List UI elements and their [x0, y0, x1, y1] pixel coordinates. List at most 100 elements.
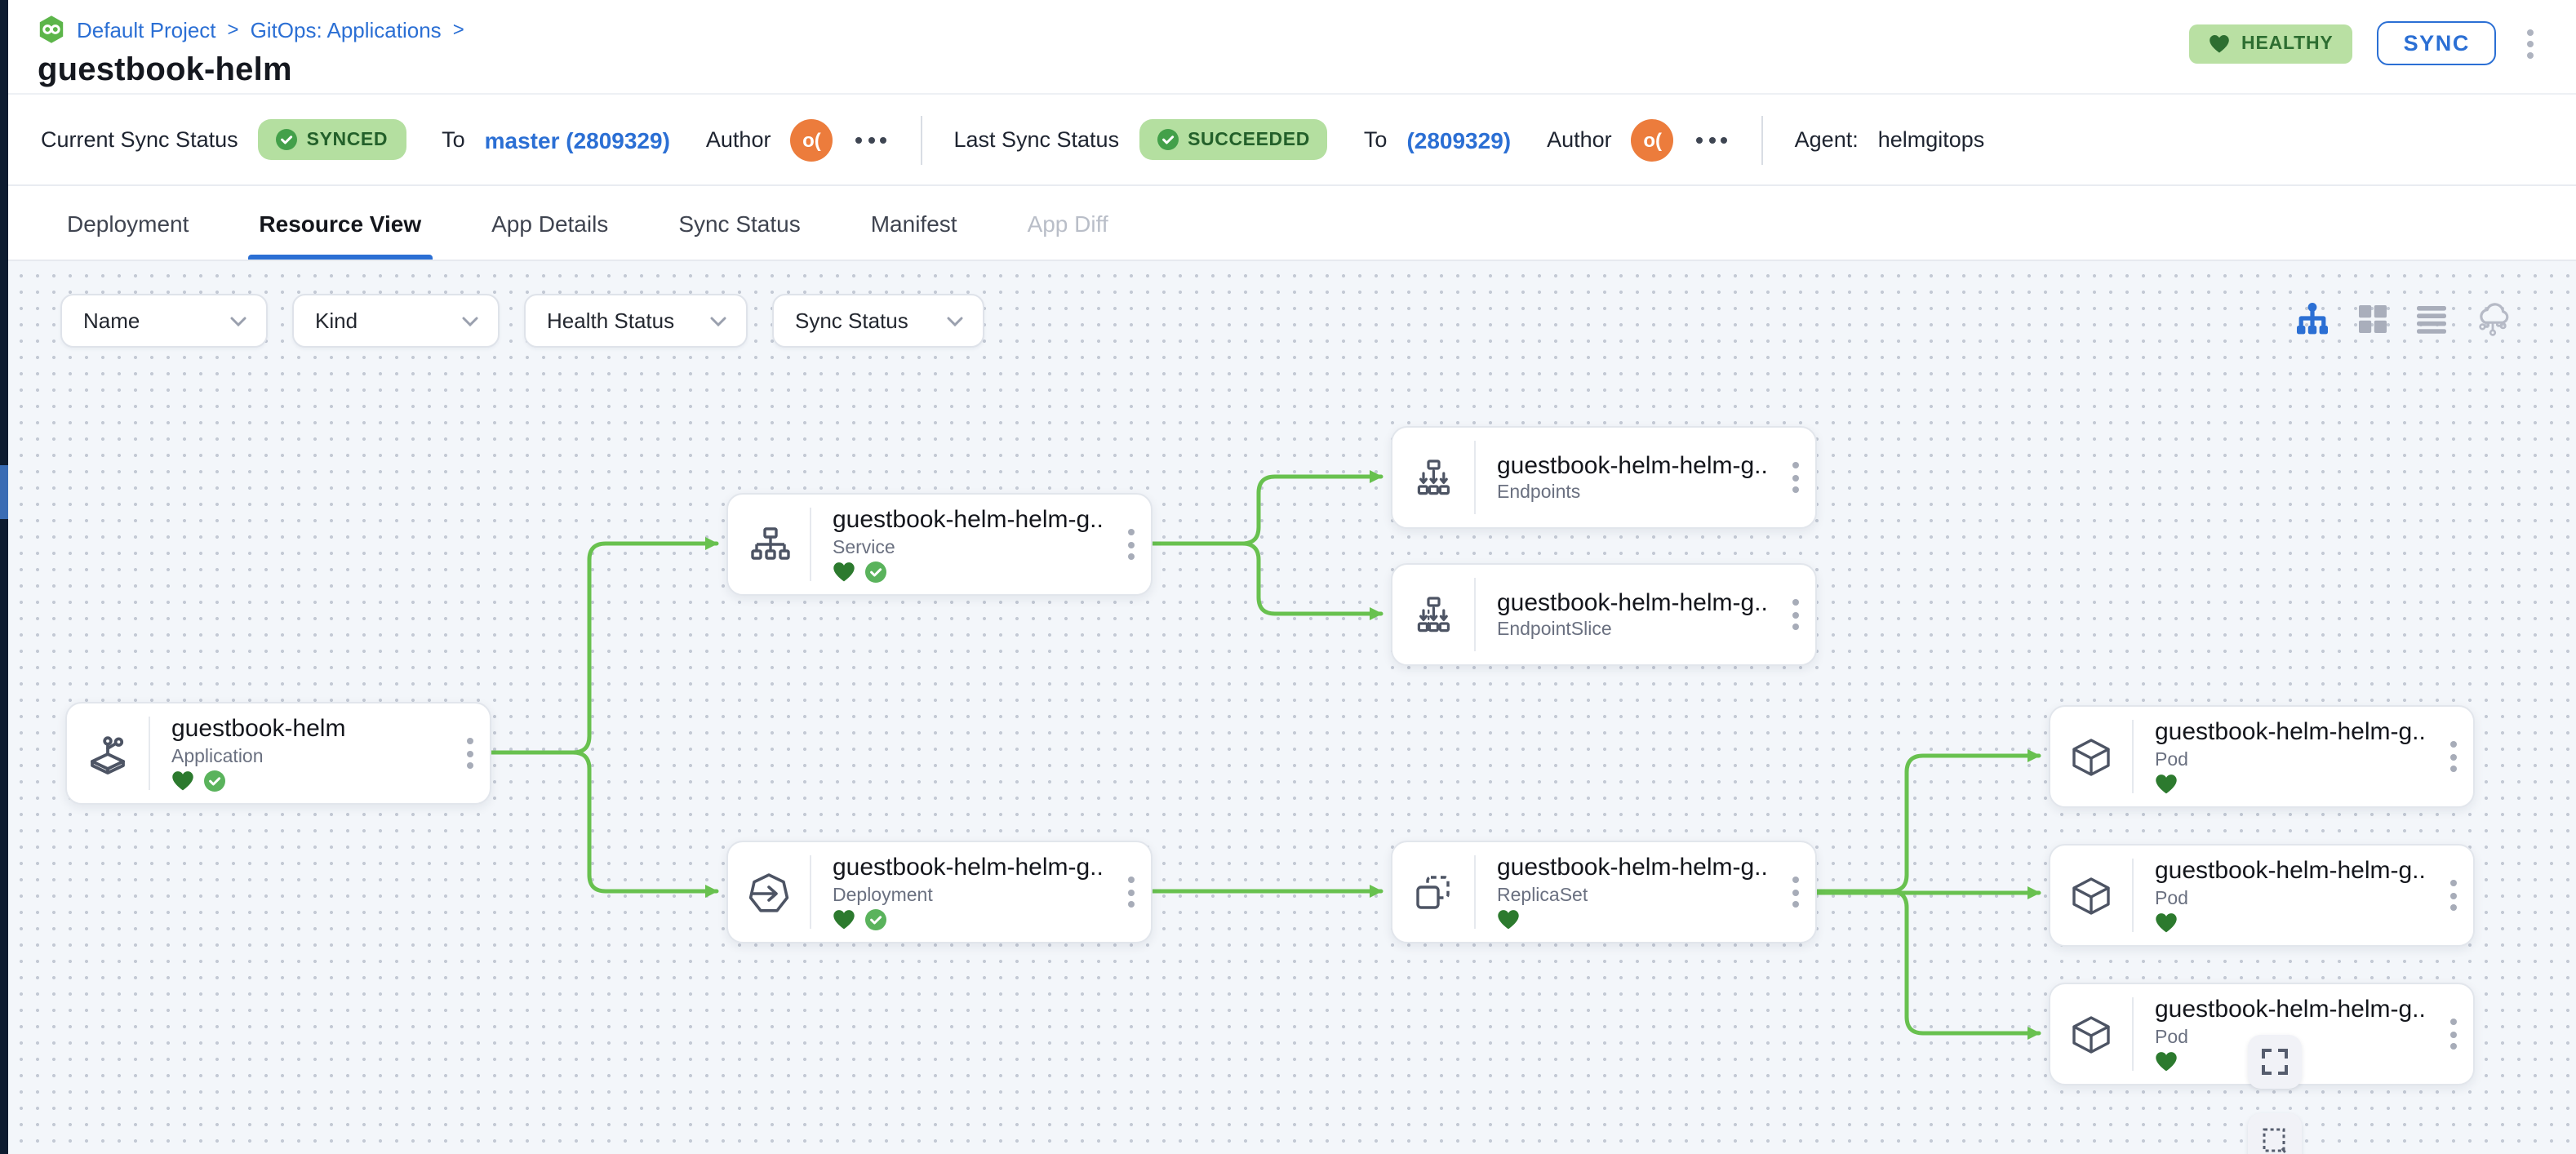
grid-view-icon[interactable] [2357, 304, 2388, 335]
node-kebab-icon[interactable] [1776, 565, 1815, 664]
node-kebab-icon[interactable] [2434, 984, 2473, 1084]
application-icon [67, 703, 149, 803]
node-body: guestbook-helm Application [150, 703, 451, 803]
node-title: guestbook-helm-helm-g... [1497, 854, 1770, 881]
chevron-down-icon [462, 316, 478, 326]
divider [149, 717, 150, 790]
divider [1474, 441, 1476, 514]
node-status [2155, 774, 2427, 795]
filter-health-status-dropdown[interactable]: Health Status [524, 294, 748, 348]
node-deployment[interactable]: guestbook-helm-helm-g... Deployment [726, 841, 1153, 943]
breadcrumb-project[interactable]: Default Project [77, 17, 216, 42]
divider [810, 508, 811, 581]
last-sync-status-label: Last Sync Status [953, 127, 1120, 152]
node-status [171, 770, 444, 792]
current-revision-link[interactable]: master (2809329) [484, 126, 670, 153]
tab-label: Resource View [259, 210, 422, 236]
filter-label: Sync Status [795, 308, 908, 333]
node-kind: Service [833, 538, 895, 557]
heart-icon [2210, 34, 2229, 52]
selection-mode-button[interactable] [2248, 1113, 2302, 1154]
tab-manifest[interactable]: Manifest [871, 186, 957, 260]
node-kebab-icon[interactable] [2434, 707, 2473, 806]
node-endpointslice[interactable]: guestbook-helm-helm-g... EndpointSlice [1391, 563, 1817, 666]
health-heart-icon [172, 771, 193, 791]
synced-badge-label: SYNCED [306, 130, 389, 149]
filter-kind-dropdown[interactable]: Kind [292, 294, 500, 348]
ellipsis-icon[interactable] [1694, 136, 1731, 143]
sync-button[interactable]: SYNC [2377, 21, 2496, 65]
pod-icon [2050, 984, 2132, 1084]
tab-resource-view[interactable]: Resource View [247, 186, 433, 260]
filter-sync-status-dropdown[interactable]: Sync Status [772, 294, 984, 348]
header-left: Default Project > GitOps: Applications >… [38, 15, 464, 90]
tab-label: App Diff [1027, 210, 1108, 236]
node-application[interactable]: guestbook-helm Application [65, 702, 491, 805]
breadcrumb-separator: > [452, 18, 464, 41]
codefresh-logo-icon [39, 16, 64, 43]
header: Default Project > GitOps: Applications >… [8, 0, 2576, 93]
fullscreen-icon [2262, 1049, 2288, 1075]
node-kebab-icon[interactable] [451, 703, 490, 803]
health-heart-icon [2156, 775, 2177, 794]
resource-graph-canvas[interactable]: Name Kind Health Status Sync Status [8, 261, 2576, 1154]
chevron-down-icon [230, 316, 246, 326]
breadcrumb-section[interactable]: GitOps: Applications [250, 17, 442, 42]
last-revision-link[interactable]: (2809329) [1406, 126, 1512, 153]
view-toggles [2295, 302, 2511, 336]
tree-view-icon[interactable] [2295, 302, 2330, 336]
header-actions: HEALTHY SYNC [2189, 21, 2540, 65]
node-kebab-icon[interactable] [2434, 846, 2473, 945]
node-kebab-icon[interactable] [1776, 428, 1815, 527]
filter-name-dropdown[interactable]: Name [60, 294, 268, 348]
node-body: guestbook-helm-helm-g... EndpointSlice [1476, 565, 1776, 664]
author-label: Author [1547, 127, 1612, 152]
agent-value: helmgitops [1877, 127, 1985, 152]
author-avatar[interactable]: o( [1631, 118, 1674, 161]
list-view-icon[interactable] [2416, 304, 2447, 335]
author-avatar[interactable]: o( [790, 118, 833, 161]
synced-check-icon [204, 770, 225, 792]
node-pod[interactable]: guestbook-helm-helm-g... Pod [2049, 844, 2475, 947]
node-service[interactable]: guestbook-helm-helm-g... Service [726, 493, 1153, 596]
cloud-resources-view-icon[interactable] [2475, 302, 2511, 336]
filter-label: Health Status [547, 308, 675, 333]
synced-check-icon [865, 561, 886, 583]
node-kind: Pod [2155, 1028, 2188, 1047]
tab-sync-status[interactable]: Sync Status [678, 186, 800, 260]
node-status [2155, 912, 2427, 934]
node-pod[interactable]: guestbook-helm-helm-g... Pod [2049, 705, 2475, 808]
node-body: guestbook-helm-helm-g... Pod [2134, 846, 2434, 945]
node-kebab-icon[interactable] [1112, 495, 1151, 594]
tab-deployment[interactable]: Deployment [67, 186, 189, 260]
node-replicaset[interactable]: guestbook-helm-helm-g... ReplicaSet [1391, 841, 1817, 943]
divider [1761, 115, 1764, 164]
health-status-badge: HEALTHY [2189, 24, 2353, 63]
tab-label: Deployment [67, 210, 189, 236]
node-kind: Application [171, 747, 264, 766]
replicaset-icon [1392, 842, 1474, 942]
node-status [833, 561, 1105, 583]
author-label: Author [705, 127, 771, 152]
divider [2132, 997, 2134, 1071]
ellipsis-icon[interactable] [852, 136, 890, 143]
main-area: Default Project > GitOps: Applications >… [8, 0, 2576, 1154]
node-kebab-icon[interactable] [1112, 842, 1151, 942]
divider [1474, 855, 1476, 929]
node-kebab-icon[interactable] [1776, 842, 1815, 942]
tab-app-diff[interactable]: App Diff [1028, 186, 1108, 260]
divider [2132, 720, 2134, 793]
node-endpoints[interactable]: guestbook-helm-helm-g... Endpoints [1391, 426, 1817, 529]
chevron-down-icon [710, 316, 726, 326]
divider [921, 115, 923, 164]
node-body: guestbook-helm-helm-g... Deployment [811, 842, 1112, 942]
divider [810, 855, 811, 929]
tab-label: App Details [491, 210, 609, 236]
health-heart-icon [2156, 1052, 2177, 1072]
sidebar-scroll-indicator [0, 465, 8, 519]
app-menu-kebab-icon[interactable] [2520, 25, 2540, 61]
fit-view-button[interactable] [2248, 1035, 2302, 1089]
node-body: guestbook-helm-helm-g... Endpoints [1476, 428, 1776, 527]
collapsed-sidebar[interactable] [0, 0, 8, 1154]
tab-app-details[interactable]: App Details [491, 186, 608, 260]
